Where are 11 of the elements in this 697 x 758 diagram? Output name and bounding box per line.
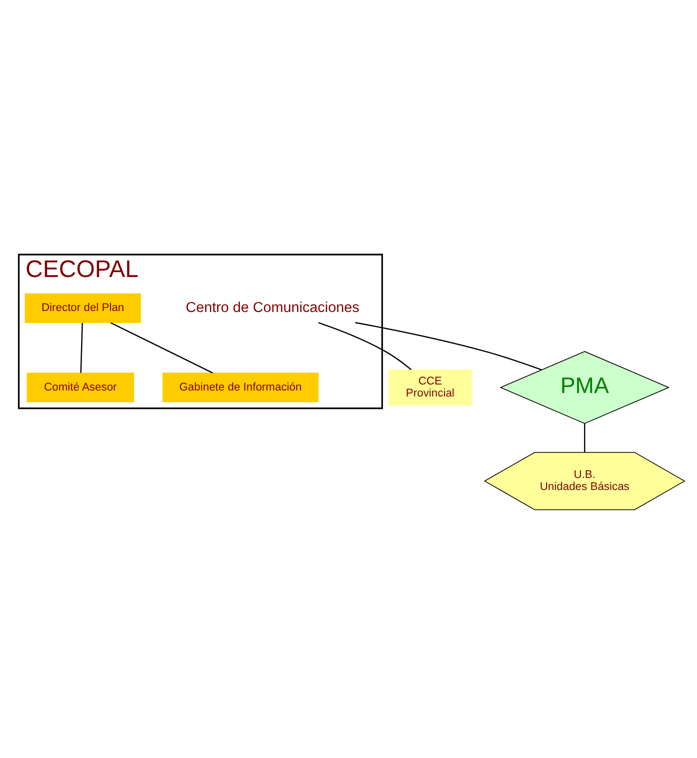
node-box: Director del Plan [24,293,141,324]
connector [80,322,83,373]
connector [110,322,213,374]
connector [318,322,412,370]
node-box: Comité Asesor [26,372,134,402]
node-text: Centro de Comunicaciones [186,300,360,316]
node-box: CCE Provincial [388,369,472,406]
connector [584,424,586,452]
node-box: Gabinete de Información [162,372,319,402]
connector [355,322,542,370]
node-diamond: PMA [500,351,670,424]
